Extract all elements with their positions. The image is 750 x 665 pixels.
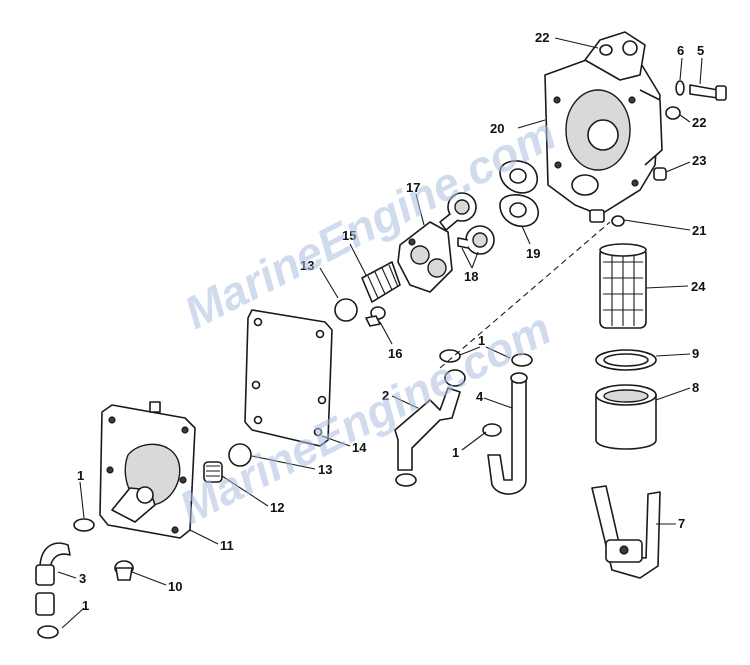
part-10-screw <box>114 560 134 581</box>
callout-numbers: 22 6 5 20 22 23 17 21 15 19 13 18 24 16 … <box>77 30 706 613</box>
part-11-pump-cover <box>99 401 196 539</box>
part-16-screw <box>365 306 386 327</box>
callout-11: 11 <box>220 538 234 553</box>
callout-10: 10 <box>168 579 182 594</box>
part-22-pin-right <box>665 106 681 120</box>
part-3-elbow-hose <box>35 542 71 616</box>
part-18-valves <box>439 192 495 255</box>
callout-1-bottom: 1 <box>82 598 89 613</box>
callout-22-top: 22 <box>535 30 549 45</box>
leader-lines <box>57 37 703 629</box>
callout-19: 19 <box>526 246 540 261</box>
callout-12: 12 <box>270 500 284 515</box>
part-14-diaphragm <box>244 309 333 447</box>
assembly-line <box>439 221 611 369</box>
part-20-pump-body <box>544 31 663 223</box>
callout-8: 8 <box>692 380 699 395</box>
callout-13-lower: 13 <box>318 462 332 477</box>
callout-22-right: 22 <box>692 115 706 130</box>
part-6-lock-washer <box>675 80 685 96</box>
callout-6: 6 <box>677 43 684 58</box>
part-15-spring <box>361 261 401 303</box>
callout-24: 24 <box>691 279 706 294</box>
callout-7: 7 <box>678 516 685 531</box>
callout-9: 9 <box>692 346 699 361</box>
part-2-hose <box>394 369 466 471</box>
part-5-screw <box>689 84 727 101</box>
callout-15: 15 <box>342 228 356 243</box>
part-9-gasket-ring <box>595 349 657 371</box>
part-7-bail <box>591 485 661 579</box>
callout-17: 17 <box>406 180 420 195</box>
callout-16: 16 <box>388 346 402 361</box>
callout-1-top: 1 <box>478 333 485 348</box>
part-21-seal <box>611 215 625 227</box>
callout-13-upper: 13 <box>300 258 314 273</box>
callout-5: 5 <box>697 43 704 58</box>
callout-1-mid: 1 <box>452 445 459 460</box>
part-17-valve-retainer <box>397 221 453 293</box>
part-4-hose <box>487 372 528 495</box>
watermark-upper: MarineEngine.com <box>176 107 564 339</box>
watermark-lower: MarineEngine.com <box>171 302 559 534</box>
part-13-disc-upper <box>334 298 358 322</box>
part-19-gaskets <box>499 160 539 228</box>
callout-4: 4 <box>476 389 484 404</box>
callout-1-left: 1 <box>77 468 84 483</box>
callout-20: 20 <box>490 121 504 136</box>
part-12-spring <box>203 461 223 483</box>
callout-23: 23 <box>692 153 706 168</box>
part-1-clamps <box>37 349 533 639</box>
part-8-filter-bowl <box>595 384 657 450</box>
callout-14: 14 <box>352 440 367 455</box>
part-24-filter-element <box>599 243 647 329</box>
part-13-disc-lower <box>228 443 252 467</box>
callout-18: 18 <box>464 269 478 284</box>
part-22-pin-top <box>599 44 613 56</box>
callout-2: 2 <box>382 388 389 403</box>
callout-3: 3 <box>79 571 86 586</box>
part-23-plug <box>653 167 667 181</box>
callout-21: 21 <box>692 223 706 238</box>
